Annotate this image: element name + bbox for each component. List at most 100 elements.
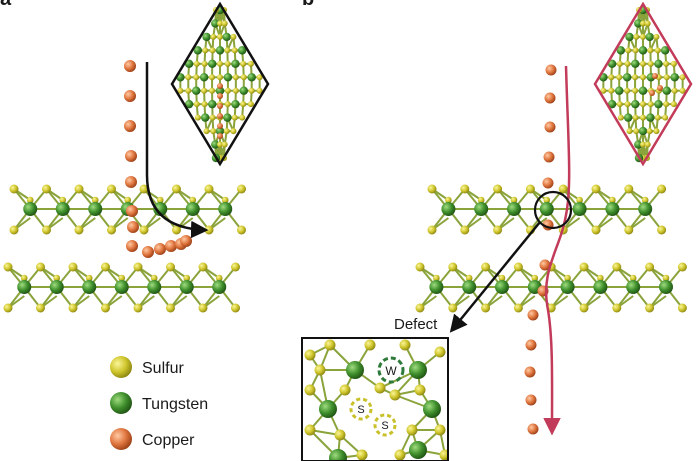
sulfur-atom [632, 114, 639, 121]
sulfur-atom [204, 184, 214, 194]
tungsten-atom [638, 46, 648, 55]
sulfur-atom [248, 87, 255, 94]
tungsten-atom [638, 202, 653, 216]
sulfur-atom [231, 114, 238, 121]
sulfur-atom [640, 60, 646, 67]
sulfur-atom [256, 87, 263, 94]
sulfur-atom [247, 101, 254, 108]
sulfur-atom [232, 87, 239, 94]
sulfur-atom [237, 184, 246, 194]
sulfur-atom [662, 114, 669, 121]
sulfur-atom [133, 262, 143, 272]
sulfur-atom [9, 184, 19, 194]
tungsten-atom [247, 73, 256, 82]
copper-atom [217, 93, 223, 99]
sulfur-atom [579, 262, 589, 272]
sulfur-atom [221, 196, 229, 204]
tungsten-atom [208, 59, 217, 69]
sulfur-atom [576, 196, 583, 204]
sulfur-atom [240, 60, 247, 67]
tungsten-atom [634, 140, 643, 149]
tungsten-atom [507, 202, 521, 216]
tungsten-atom [409, 361, 427, 379]
sulfur-atom [616, 101, 623, 108]
sulfur-atom [513, 262, 523, 272]
sulfur-atom [427, 225, 437, 235]
sulfur-atom [150, 274, 158, 282]
sulfur-atom [193, 101, 200, 108]
sulfur-atom [224, 87, 231, 94]
copper-atom [544, 121, 556, 133]
copper-atom [124, 60, 136, 72]
copper-atom [127, 221, 139, 233]
sulfur-atom [465, 274, 473, 282]
sulfur-atom [177, 87, 184, 94]
tungsten-atom [319, 400, 337, 418]
sulfur-atom [657, 184, 667, 194]
tungsten-atom [625, 32, 634, 42]
sulfur-atom [221, 141, 228, 148]
tungsten-atom [616, 46, 626, 55]
sulfur-atom [531, 274, 539, 282]
sulfur-atom [209, 74, 216, 81]
sulfur-atom [339, 384, 351, 396]
copper-atom [543, 151, 555, 163]
unit-cell-rhombus-a [170, 1, 270, 167]
tungsten-atom [201, 113, 210, 122]
sulfur-atom [166, 303, 175, 313]
tungsten-atom [593, 280, 608, 294]
sulfur-atom [399, 339, 411, 351]
copper-atom [180, 235, 192, 247]
sulfur-atom [139, 184, 149, 194]
copper-atom [217, 113, 223, 119]
sulfur-atom [166, 262, 175, 272]
sulfur-atom [185, 74, 192, 81]
tungsten-atom [239, 86, 248, 95]
sulfur-atom [231, 262, 240, 272]
sulfur-atom [221, 20, 228, 27]
tungsten-atom [222, 32, 231, 42]
sulfur-atom [217, 74, 223, 81]
ws2-layer-b-bottom [415, 262, 687, 313]
tungsten-atom [631, 99, 640, 109]
sulfur-atom [671, 87, 678, 94]
sulfur-atom [9, 225, 19, 235]
tungsten-atom [626, 280, 641, 294]
sulfur-atom [414, 384, 426, 396]
tungsten-atom [231, 59, 240, 69]
sulfur-atom [460, 184, 470, 194]
sulfur-atom [239, 114, 246, 121]
tungsten-atom [638, 126, 648, 136]
sulfur-atom [215, 274, 223, 282]
copper-atom [125, 150, 137, 162]
lattice-top-view-b [599, 5, 686, 163]
copper-atom [525, 394, 537, 406]
sulfur-atom [640, 101, 646, 108]
legend: Sulfur Tungsten Copper [110, 356, 208, 450]
sulfur-atom [304, 424, 316, 436]
sulfur-atom [624, 101, 631, 108]
copper-atom [142, 246, 154, 258]
sulfur-atom [68, 262, 78, 272]
tungsten-atom [179, 280, 194, 294]
sulfur-atom [653, 33, 660, 40]
sulfur-atom [231, 303, 240, 313]
sulfur-atom [645, 262, 655, 272]
sulfur-atom [183, 274, 191, 282]
tungsten-atom [211, 19, 220, 28]
sulfur-atom [647, 60, 654, 67]
copper-atom [542, 177, 554, 189]
sulfur-atom [591, 225, 601, 235]
sulfur-atom [194, 114, 201, 121]
sulfur-atom [415, 262, 425, 272]
defect-zoom-inset: W S S [302, 338, 448, 461]
sulfur-atom [543, 196, 551, 204]
tungsten-atom [223, 73, 233, 82]
sulfur-atom [210, 128, 217, 135]
sulfur-atom [201, 60, 208, 67]
sulfur-atom [68, 303, 78, 313]
ws2-layer-a-top [9, 184, 246, 235]
tungsten-atom [409, 441, 427, 459]
sulfur-atom [439, 449, 448, 461]
